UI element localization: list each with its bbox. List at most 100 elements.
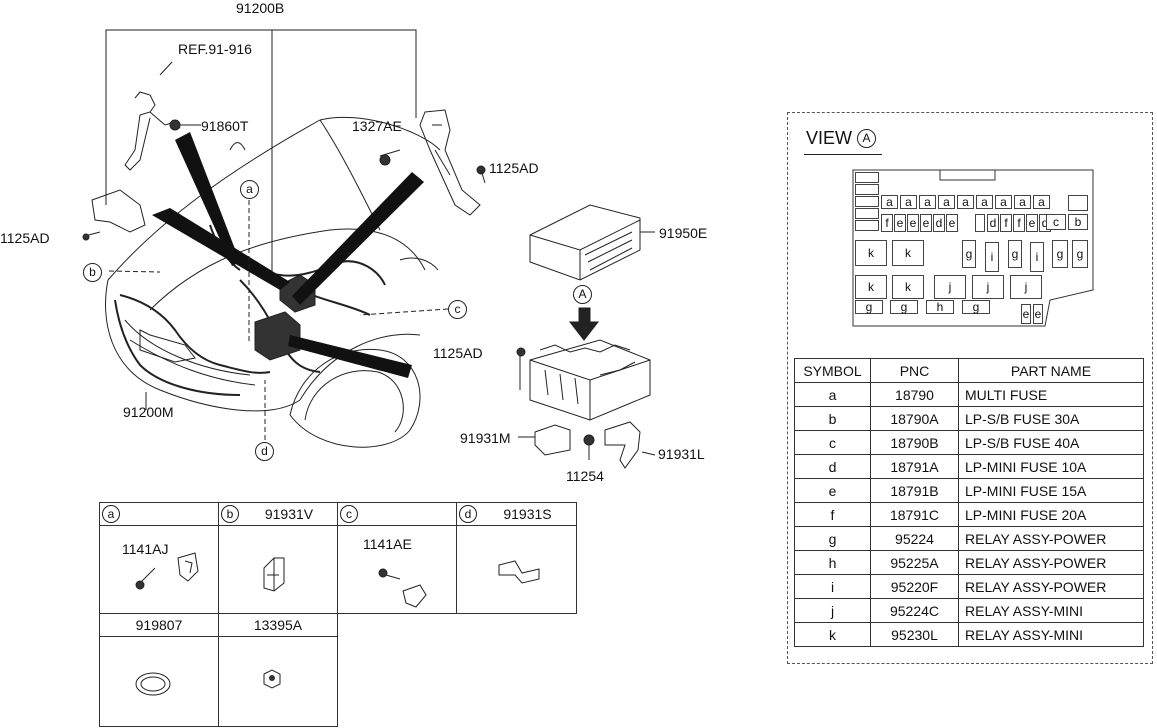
cell-symbol: j bbox=[794, 598, 871, 623]
label-91931M: 91931M bbox=[460, 430, 511, 446]
fuse-slot-e: e bbox=[1026, 214, 1038, 232]
parts-table-header: SYMBOL PNC PART NAME bbox=[794, 358, 1144, 383]
fuse-slot-g: g bbox=[962, 300, 990, 314]
label-11254: 11254 bbox=[566, 468, 604, 484]
cell-symbol: a bbox=[794, 382, 871, 407]
location-c-marker: c bbox=[448, 300, 467, 319]
cell-symbol: b bbox=[794, 406, 871, 431]
cell-symbol: h bbox=[794, 550, 871, 575]
fuse-slot-d: d bbox=[987, 214, 999, 232]
cell-symbol: e bbox=[794, 478, 871, 503]
leader-91200B bbox=[105, 29, 417, 205]
cell-part-name: LP-MINI FUSE 15A bbox=[958, 478, 1144, 503]
cell-symbol: g bbox=[794, 526, 871, 551]
detail-cell-d: d 91931S bbox=[456, 502, 577, 614]
view-a-panel bbox=[787, 112, 1153, 664]
cell-part-name: LP-MINI FUSE 10A bbox=[958, 454, 1144, 479]
fuse-slot-g: g bbox=[1052, 240, 1068, 268]
label-1141AJ: 1141AJ bbox=[122, 541, 169, 557]
bracket-d-drawing bbox=[498, 560, 540, 584]
cell-symbol: k bbox=[794, 622, 871, 647]
fuse-slot-empty bbox=[855, 208, 879, 219]
label-1125AD-left: 1125AD bbox=[0, 230, 50, 246]
detail-letter-d: d bbox=[459, 505, 477, 523]
fuse-slot-c: c bbox=[1046, 214, 1066, 230]
cell-symbol: c bbox=[794, 430, 871, 455]
cell-pnc: 18791A bbox=[870, 454, 959, 479]
detail-pn-919807: 919807 bbox=[135, 617, 183, 633]
fuse-slot-i: i bbox=[985, 242, 999, 272]
view-a-marker: A bbox=[573, 285, 592, 304]
fuse-slot-b: b bbox=[1068, 214, 1088, 230]
label-1125AD-mid: 1125AD bbox=[433, 345, 483, 361]
view-a-circle: A bbox=[857, 129, 877, 148]
fuse-slot-d: d bbox=[933, 214, 945, 232]
nut-drawing bbox=[263, 669, 281, 689]
cell-pnc: 95224C bbox=[870, 598, 959, 623]
cell-symbol: d bbox=[794, 454, 871, 479]
label-1125AD-top: 1125AD bbox=[489, 160, 539, 176]
grommet-drawing bbox=[135, 672, 171, 696]
label-ref-91-916: REF.91-916 bbox=[178, 41, 252, 57]
fuse-slot-f: f bbox=[1013, 214, 1025, 232]
header-pnc: PNC bbox=[870, 358, 959, 383]
view-a-underline bbox=[804, 154, 882, 155]
cell-pnc: 18790B bbox=[870, 430, 959, 455]
fuse-slot-empty bbox=[855, 172, 879, 183]
fuse-slot-a: a bbox=[900, 195, 917, 209]
cell-part-name: MULTI FUSE bbox=[958, 382, 1144, 407]
fuse-slot-f: f bbox=[1000, 214, 1012, 232]
fuse-slot-a: a bbox=[1033, 195, 1050, 209]
fuse-slot-empty bbox=[855, 184, 879, 195]
cell-pnc: 18791C bbox=[870, 502, 959, 527]
cell-symbol: f bbox=[794, 502, 871, 527]
clip-bolt-drawing bbox=[135, 552, 199, 590]
cell-part-name: RELAY ASSY-POWER bbox=[958, 574, 1144, 599]
fuse-slot-a: a bbox=[881, 195, 898, 209]
bracket-b-drawing bbox=[263, 557, 285, 592]
cell-part-name: LP-S/B FUSE 30A bbox=[958, 406, 1144, 431]
location-a-marker: a bbox=[240, 180, 259, 199]
cell-pnc: 95224 bbox=[870, 526, 959, 551]
label-91860T: 91860T bbox=[201, 118, 249, 134]
fuse-slot-a: a bbox=[1014, 195, 1031, 209]
cell-pnc: 18790A bbox=[870, 406, 959, 431]
fuse-slot-e: e bbox=[1021, 304, 1031, 324]
cell-pnc: 95230L bbox=[870, 622, 959, 647]
label-91950E: 91950E bbox=[659, 225, 708, 241]
detail-cell-a: a 1141AJ bbox=[99, 502, 219, 614]
label-91931L: 91931L bbox=[658, 446, 705, 462]
header-symbol: SYMBOL bbox=[794, 358, 871, 383]
fuse-slot-e: e bbox=[894, 214, 906, 232]
view-a-title: VIEW A bbox=[806, 128, 877, 149]
cell-part-name: LP-S/B FUSE 40A bbox=[958, 430, 1144, 455]
detail-pn-13395A: 13395A bbox=[253, 617, 303, 633]
fuse-slot-g: g bbox=[855, 300, 883, 314]
fuse-slot-k: k bbox=[855, 240, 887, 266]
fuse-slot-empty bbox=[975, 214, 985, 232]
fuse-slot-e: e bbox=[946, 214, 958, 232]
fuse-slot-empty bbox=[855, 220, 879, 231]
fuse-slot-empty bbox=[1068, 195, 1088, 211]
detail-letter-b: b bbox=[221, 505, 239, 523]
fuse-slot-k: k bbox=[892, 275, 924, 299]
fuse-slot-f: f bbox=[881, 214, 893, 232]
fuse-slot-a: a bbox=[957, 195, 974, 209]
cell-part-name: LP-MINI FUSE 20A bbox=[958, 502, 1144, 527]
detail-pn-91931S: 91931S bbox=[503, 506, 552, 522]
fuse-slot-g: g bbox=[962, 240, 976, 268]
detail-letter-c: c bbox=[340, 505, 358, 523]
label-1327AE: 1327AE bbox=[352, 118, 402, 134]
header-part-name: PART NAME bbox=[958, 358, 1144, 383]
